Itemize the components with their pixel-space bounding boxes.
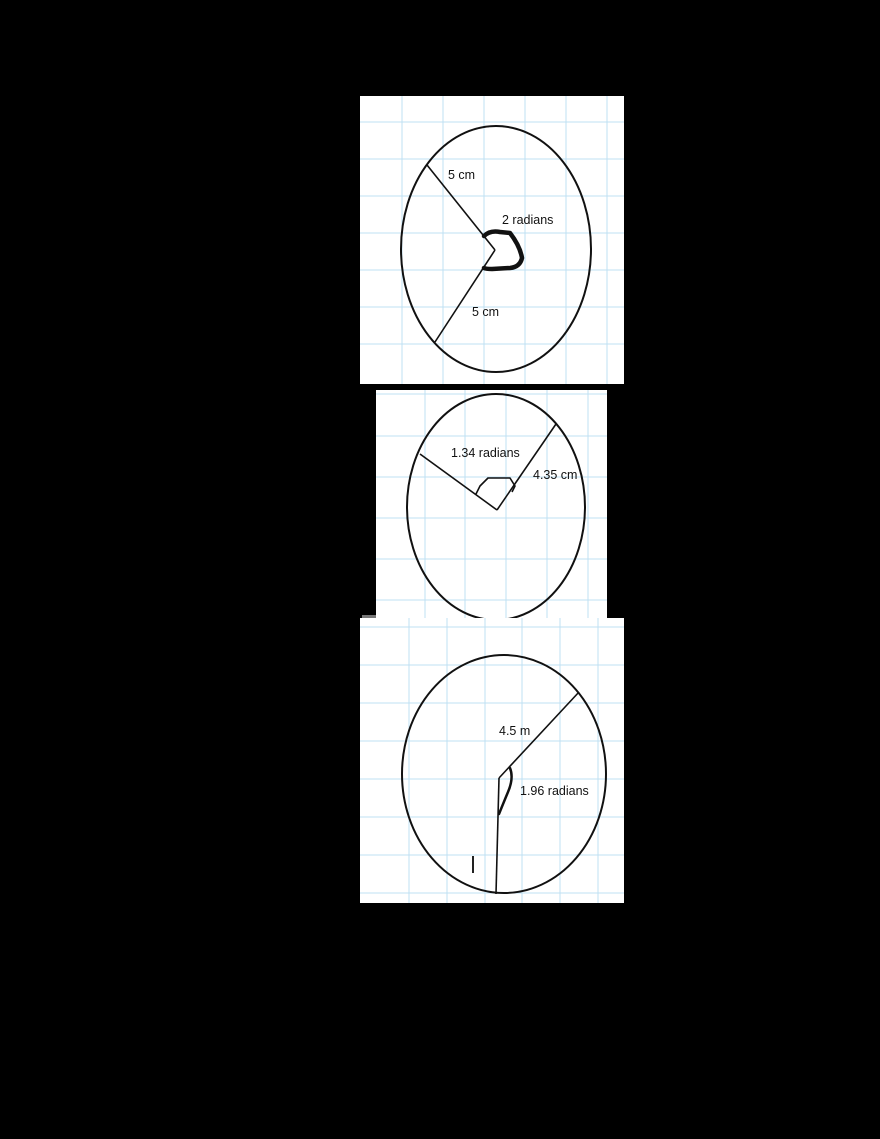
circle <box>406 393 586 620</box>
radius-label-bottom: 5 cm <box>472 305 500 319</box>
circle <box>401 654 607 894</box>
sector-diagram-3 <box>360 618 624 903</box>
graph-grid <box>360 96 624 384</box>
radius-label: 4.5 m <box>499 724 531 738</box>
graph-grid <box>360 618 624 903</box>
angle-marker-icon <box>481 229 525 272</box>
radius-label-top: 5 cm <box>448 168 476 182</box>
diagram-panel-1: 5 cm 2 radians 5 cm <box>360 96 624 384</box>
circle <box>400 125 592 373</box>
radius-line-lower <box>495 777 500 895</box>
artifact-mark <box>362 615 376 620</box>
stray-pencil-mark <box>472 856 474 873</box>
angle-label: 1.34 radians <box>451 446 520 460</box>
angle-marker-icon <box>497 766 513 816</box>
sector-diagram-1 <box>360 96 624 384</box>
angle-label: 1.96 radians <box>520 784 589 798</box>
radius-line-left <box>419 453 498 511</box>
angle-marker-icon <box>475 477 516 495</box>
radius-line-upper <box>498 691 580 779</box>
angle-label: 2 radians <box>502 213 554 227</box>
diagram-panel-2: 1.34 radians 4.35 cm <box>376 390 607 620</box>
graph-grid <box>376 390 607 620</box>
radius-line-right <box>496 423 557 511</box>
radius-line-bottom <box>434 249 496 343</box>
radius-label: 4.35 cm <box>533 468 578 482</box>
diagram-panel-3: 4.5 m 1.96 radians <box>360 618 624 903</box>
sector-diagram-2 <box>376 390 607 620</box>
